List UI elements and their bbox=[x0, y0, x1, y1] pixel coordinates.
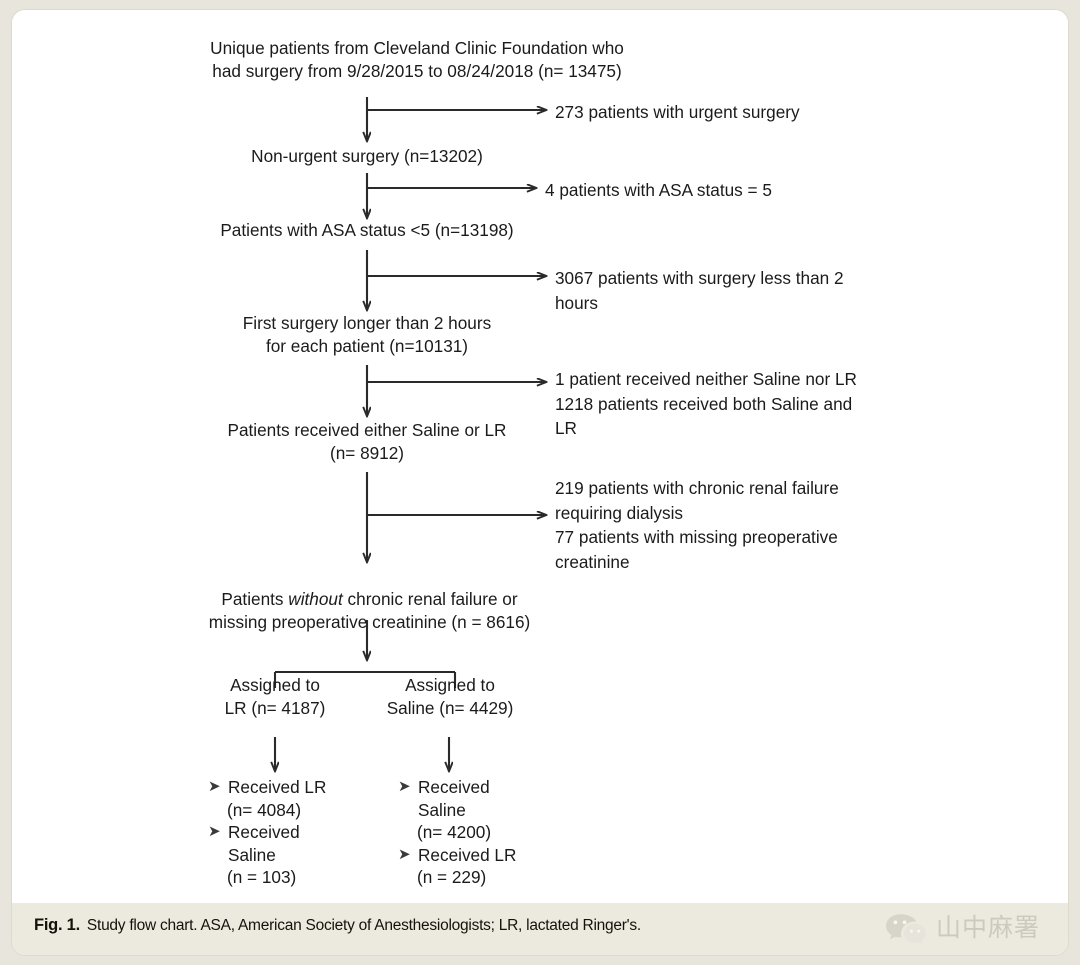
exclusion-urgent: 273 patients with urgent surgery bbox=[555, 102, 800, 122]
list-item: ➤ Received LR bbox=[208, 776, 378, 799]
arrow-bullet-icon: ➤ bbox=[398, 778, 411, 795]
outcome-count: (n= 4200) bbox=[417, 822, 492, 842]
connector-duration bbox=[367, 250, 546, 310]
node-surgery-over-2h: First surgery longer than 2 hours for ea… bbox=[242, 313, 492, 356]
wechat-icon bbox=[885, 914, 926, 944]
figure-caption: Fig. 1. Study flow chart. ASA, American S… bbox=[34, 916, 641, 935]
list-item: ➤ Received Saline bbox=[398, 776, 573, 821]
wechat-watermark: 山中麻署 bbox=[884, 912, 1040, 944]
outcome-label: Received LR bbox=[418, 844, 517, 865]
outcomes-lr-list: ➤ Received LR (n= 4084) ➤ Received Salin… bbox=[208, 776, 378, 889]
exclusion-fluid: 1 patient received neither Saline nor LR… bbox=[555, 369, 857, 438]
node-final-cohort: Patients without chronic renal failure o… bbox=[177, 565, 562, 634]
outcome-label: Received LR bbox=[228, 777, 327, 797]
final-cohort-text-italic: without bbox=[288, 589, 343, 609]
connector-renal bbox=[367, 472, 546, 562]
connector-asa bbox=[367, 173, 536, 218]
figure-number: Fig. 1. bbox=[34, 916, 80, 934]
node-source-cohort: Unique patients from Cleveland Clinic Fo… bbox=[210, 38, 624, 81]
exclusion-short-surgery: 3067 patients with surgery less than 2 h… bbox=[555, 268, 844, 313]
connector-urgent bbox=[367, 97, 546, 141]
node-assigned-lr: Assigned to LR (n= 4187) bbox=[224, 675, 326, 718]
arrow-bullet-icon: ➤ bbox=[398, 845, 411, 863]
final-cohort-text-before: Patients bbox=[221, 589, 289, 609]
outcomes-saline-list: ➤ Received Saline (n= 4200) ➤ Received L… bbox=[398, 776, 573, 889]
exclusion-renal: 219 patients with chronic renal failure … bbox=[555, 478, 839, 572]
connector-fluid bbox=[367, 365, 546, 416]
node-asa-under-5: Patients with ASA status <5 (n=13198) bbox=[220, 220, 514, 240]
flowchart-area: Unique patients from Cleveland Clinic Fo… bbox=[12, 10, 1068, 903]
final-cohort-text-after: chronic renal failure or missing preoper… bbox=[208, 589, 531, 632]
outcome-count: (n = 229) bbox=[417, 867, 487, 887]
outcome-count: (n = 103) bbox=[227, 867, 297, 887]
arrow-bullet-icon: ➤ bbox=[208, 778, 221, 795]
arrow-bullet-icon: ➤ bbox=[208, 823, 221, 840]
node-saline-or-lr: Patients received either Saline or LR (n… bbox=[227, 420, 507, 463]
flow-connectors bbox=[12, 97, 1069, 903]
node-assigned-saline: Assigned to Saline (n= 4429) bbox=[386, 675, 514, 718]
exclusion-asa5: 4 patients with ASA status = 5 bbox=[545, 180, 772, 200]
outcome-label: Received Saline bbox=[418, 777, 490, 820]
outcome-count: (n= 4084) bbox=[227, 799, 302, 820]
outcome-label: Received Saline bbox=[228, 822, 300, 865]
list-item: ➤ Received LR bbox=[398, 844, 573, 867]
watermark-text: 山中麻署 bbox=[935, 913, 1040, 942]
figure-card: Unique patients from Cleveland Clinic Fo… bbox=[11, 9, 1069, 956]
list-item: ➤ Received Saline bbox=[208, 821, 378, 866]
figure-caption-body: Study flow chart. ASA, American Society … bbox=[86, 917, 641, 934]
node-non-urgent: Non-urgent surgery (n=13202) bbox=[251, 146, 483, 166]
